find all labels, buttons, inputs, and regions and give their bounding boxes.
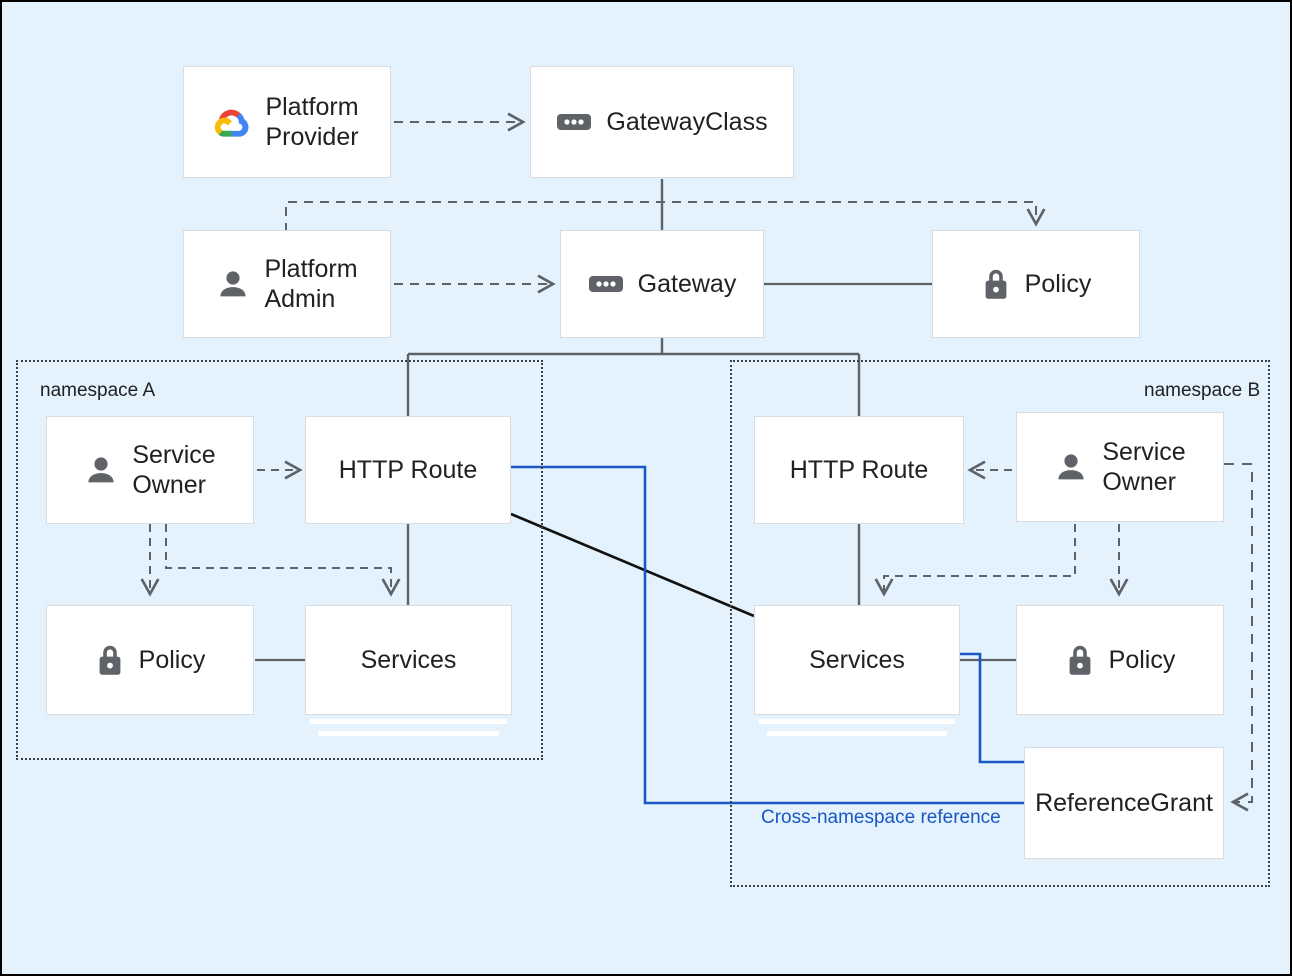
node-label: Gateway (637, 269, 737, 298)
node-services-a[interactable]: Services (305, 605, 512, 715)
person-icon (1054, 450, 1088, 484)
lock-icon (95, 642, 125, 678)
node-label: Services (360, 645, 457, 674)
node-gateway-class[interactable]: GatewayClass (530, 66, 794, 178)
lock-icon (981, 266, 1011, 302)
node-policy-b[interactable]: Policy (1016, 605, 1224, 715)
node-label: Policy (138, 645, 206, 674)
node-label: HTTP Route (789, 455, 929, 484)
services-a-stack-layer-2 (318, 731, 499, 736)
node-reference-grant[interactable]: ReferenceGrant (1024, 747, 1224, 859)
node-http-route-b[interactable]: HTTP Route (754, 416, 964, 524)
node-label: Service Owner (1102, 437, 1186, 497)
node-platform-admin[interactable]: Platform Admin (183, 230, 391, 338)
services-a-stack-layer-1 (310, 719, 507, 724)
node-label: Service Owner (132, 440, 216, 500)
node-platform-provider[interactable]: Platform Provider (183, 66, 391, 178)
node-services-b[interactable]: Services (754, 605, 960, 715)
node-label: Platform Provider (265, 92, 359, 152)
namespace-a-label: namespace A (40, 380, 156, 401)
gateway-icon (588, 272, 624, 296)
google-cloud-icon (215, 107, 251, 137)
node-gateway[interactable]: Gateway (560, 230, 764, 338)
node-label: Platform Admin (264, 254, 358, 314)
person-icon (84, 453, 118, 487)
node-policy-top[interactable]: Policy (932, 230, 1140, 338)
node-policy-a[interactable]: Policy (46, 605, 254, 715)
node-service-owner-b[interactable]: Service Owner (1016, 412, 1224, 522)
node-label: HTTP Route (338, 455, 478, 484)
namespace-b-label: namespace B (1144, 380, 1261, 401)
gateway-class-icon (556, 110, 592, 134)
services-b-stack-layer-2 (767, 731, 947, 736)
services-b-stack-layer-1 (759, 719, 955, 724)
node-label: Policy (1108, 645, 1176, 674)
edge-admin-bus-to-policy (285, 201, 1046, 232)
node-http-route-a[interactable]: HTTP Route (305, 416, 511, 524)
node-label: GatewayClass (606, 107, 768, 136)
cross-namespace-reference-label: Cross-namespace reference (761, 807, 1001, 828)
edge-route-a-to-services-b (510, 512, 755, 618)
node-service-owner-a[interactable]: Service Owner (46, 416, 254, 524)
node-label: Policy (1024, 269, 1092, 298)
node-label: Services (809, 645, 905, 674)
node-label: ReferenceGrant (1035, 788, 1213, 817)
lock-icon (1065, 642, 1095, 678)
person-icon (216, 267, 250, 301)
